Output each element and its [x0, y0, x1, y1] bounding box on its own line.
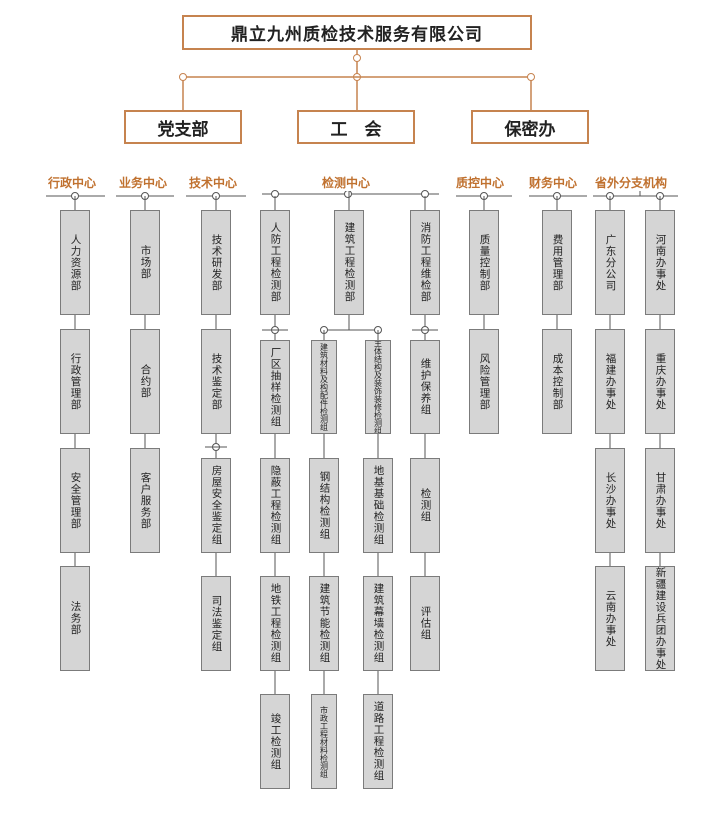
dept-box-业务中心-0-0: 市场部 [130, 210, 160, 315]
dept-box-检测中心-3-0: 消防工程维检部 [410, 210, 440, 315]
center-label-technology: 技术中心 [187, 174, 240, 191]
dept-box-testing-b-1: 钢结构检测组 [309, 458, 339, 553]
junction-dot [527, 73, 535, 81]
party-branch-box: 党支部 [124, 110, 242, 144]
dept-box-技术中心-0-2: 房屋安全鉴定组 [201, 458, 231, 553]
dept-box-业务中心-0-2: 客户服务部 [130, 448, 160, 553]
dept-box-testing-c-3: 道路工程检测组 [363, 694, 393, 789]
dept-box-质控中心-0-0: 质量控制部 [469, 210, 499, 315]
trade-union-box: 工 会 [297, 110, 415, 144]
dept-box-testing-b-0: 建筑材料及构配件检测组 [311, 340, 337, 434]
dept-box-省外分支机构-0-3: 云南办事处 [595, 566, 625, 671]
dept-box-testing-b-2: 建筑节能检测组 [309, 576, 339, 671]
dept-box-省外分支机构-1-3: 新疆建设兵团办事处 [645, 566, 675, 671]
dept-box-省外分支机构-1-2: 甘肃办事处 [645, 448, 675, 553]
center-label-branches: 省外分支机构 [593, 174, 670, 191]
center-label-finance: 财务中心 [527, 174, 580, 191]
company-title-box: 鼎立九州质检技术服务有限公司 [182, 15, 532, 50]
dept-box-检测中心-0-2: 隐蔽工程检测组 [260, 458, 290, 553]
center-label-testing: 检测中心 [320, 174, 373, 191]
dept-box-行政中心-0-0: 人力资源部 [60, 210, 90, 315]
dept-box-省外分支机构-0-0: 广东分公司 [595, 210, 625, 315]
dept-box-testing-c-1: 地基基础检测组 [363, 458, 393, 553]
dept-box-财务中心-0-0: 费用管理部 [542, 210, 572, 315]
dept-box-技术中心-0-0: 技术研发部 [201, 210, 231, 315]
center-label-quality: 质控中心 [454, 174, 507, 191]
dept-box-行政中心-0-2: 安全管理部 [60, 448, 90, 553]
center-label-business: 业务中心 [117, 174, 170, 191]
dept-box-行政中心-0-3: 法务部 [60, 566, 90, 671]
dept-box-检测中心-0-0: 人防工程检测部 [260, 210, 290, 315]
confidentiality-office-box: 保密办 [471, 110, 589, 144]
junction-dot [179, 73, 187, 81]
dept-box-检测中心-3-1: 维护保养组 [410, 340, 440, 434]
dept-box-省外分支机构-0-1: 福建办事处 [595, 329, 625, 434]
company-title: 鼎立九州质检技术服务有限公司 [231, 25, 483, 45]
center-label-admin: 行政中心 [46, 174, 99, 191]
dept-box-省外分支机构-1-1: 重庆办事处 [645, 329, 675, 434]
dept-box-质控中心-0-1: 风险管理部 [469, 329, 499, 434]
dept-box-行政中心-0-1: 行政管理部 [60, 329, 90, 434]
dept-box-testing-c-2: 建筑幕墙检测组 [363, 576, 393, 671]
dept-box-业务中心-0-1: 合约部 [130, 329, 160, 434]
dept-box-检测中心-3-3: 评估组 [410, 576, 440, 671]
junction-dot [353, 54, 361, 62]
junction-dot [344, 190, 352, 198]
dept-box-省外分支机构-0-2: 长沙办事处 [595, 448, 625, 553]
dept-box-技术中心-0-1: 技术鉴定部 [201, 329, 231, 434]
confidentiality-office-label: 保密办 [504, 119, 556, 140]
trade-union-label: 工 会 [330, 119, 382, 140]
dept-box-检测中心-0-3: 地铁工程检测组 [260, 576, 290, 671]
dept-box-财务中心-0-1: 成本控制部 [542, 329, 572, 434]
dept-box-检测中心-0-4: 竣工检测组 [260, 694, 290, 789]
party-branch-label: 党支部 [157, 119, 209, 140]
dept-box-技术中心-0-3: 司法鉴定组 [201, 576, 231, 671]
dept-box-检测中心-0-1: 厂区抽样检测组 [260, 340, 290, 434]
dept-box-testing-building: 建筑工程检测部 [334, 210, 364, 315]
dept-box-检测中心-3-2: 检测组 [410, 458, 440, 553]
dept-box-testing-b-3: 市政工程材料检测组 [311, 694, 337, 789]
dept-box-testing-c-0: 主体结构及装饰装修检测组 [365, 340, 391, 434]
dept-box-省外分支机构-1-0: 河南办事处 [645, 210, 675, 315]
